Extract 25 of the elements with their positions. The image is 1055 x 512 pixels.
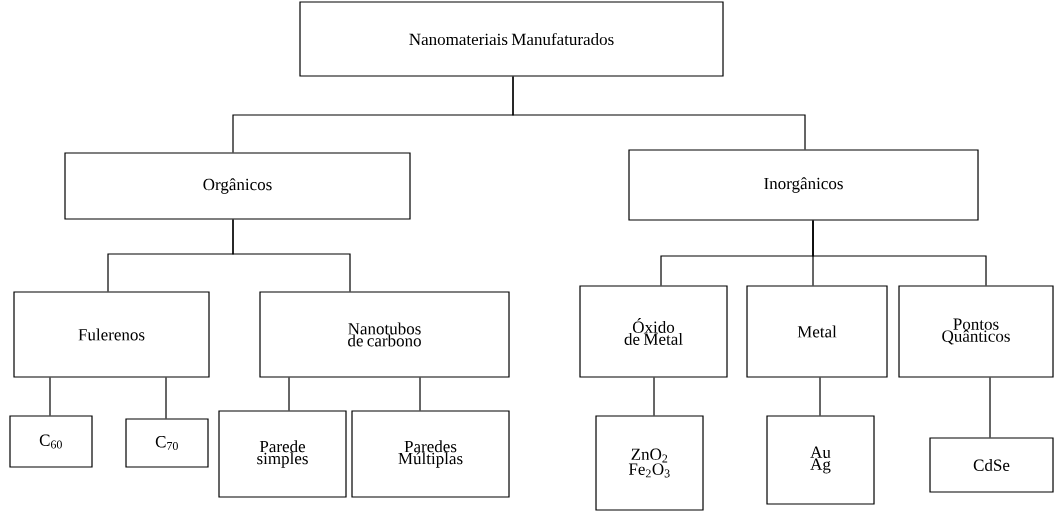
connector-line [653, 377, 655, 416]
connector-line [989, 377, 991, 438]
category-box: Orgânicos [64, 152, 411, 220]
category-box: Nanomateriais Manufaturados [299, 1, 724, 77]
category-box: Inorgânicos [628, 149, 979, 221]
connector-line [165, 377, 167, 419]
category-box: Pontos Quânticos [898, 285, 1054, 378]
connector-line [232, 219, 351, 292]
example-box: C$_{70}$ [125, 418, 209, 468]
example-box: Paredes Múltiplas [351, 410, 510, 498]
connector-line [419, 377, 421, 411]
connector-line [49, 377, 51, 416]
category-box: Nanotubos de carbono [259, 291, 510, 378]
example-box: CdSe [929, 437, 1054, 493]
example-box: Au Ag [766, 415, 875, 505]
connector-line [288, 377, 290, 411]
connector-line [819, 377, 821, 416]
category-box: Fulerenos [13, 291, 210, 378]
connector-line [812, 220, 987, 286]
category-box: Óxido de Metal [579, 285, 728, 378]
example-box: ZnO$_{2}$ Fe$_{2}$O$_{3}$ [595, 415, 704, 511]
example-box: Parede simples [218, 410, 347, 498]
category-box: Metal [746, 285, 888, 378]
connector-line [512, 76, 806, 150]
example-box: C$_{60}$ [9, 415, 93, 468]
